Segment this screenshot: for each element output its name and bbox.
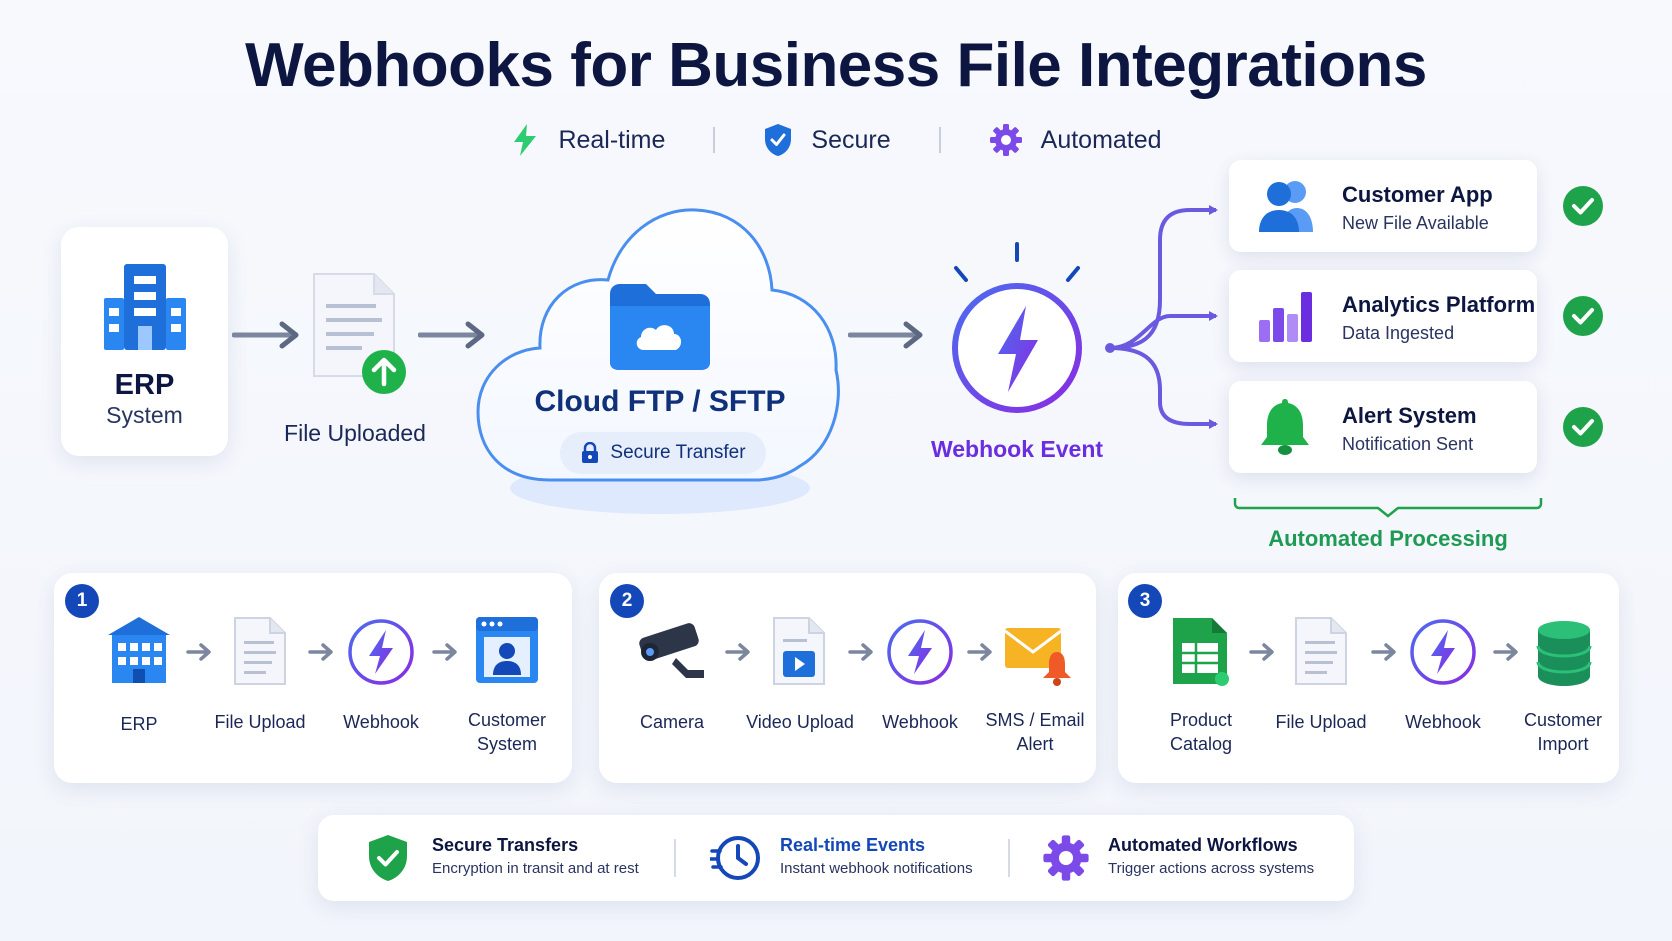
step-badge: 2 (610, 584, 644, 618)
erp-title: ERP (114, 369, 175, 401)
lightning-circle-icon (348, 619, 414, 685)
user-window-icon (476, 617, 538, 683)
check-circle-icon (1563, 407, 1603, 447)
flow-arrow (725, 643, 750, 661)
bell-icon (1261, 399, 1309, 455)
flow-step-label: Webhook (1405, 712, 1481, 732)
divider (713, 127, 716, 153)
tag-label: Real-time (558, 125, 666, 154)
document-upload-icon (313, 273, 406, 394)
gear-icon (989, 124, 1022, 156)
divider (938, 127, 941, 153)
flow-arrow (1249, 643, 1274, 661)
check-circle-icon (1563, 186, 1603, 226)
flow-step-label: File Upload (1275, 712, 1367, 732)
database-icon (1536, 621, 1592, 686)
step-badge: 3 (1128, 584, 1162, 618)
divider (674, 839, 676, 877)
feature-realtime: Real-time Events Instant webhook notific… (780, 835, 973, 877)
flow-step-label: Webhook (882, 712, 958, 732)
flow-arrow (967, 643, 992, 661)
document-icon (1295, 617, 1347, 685)
arrow-file-to-cloud (418, 321, 485, 349)
flow-step-label: Customer System (467, 710, 547, 754)
feature-automated: Automated Workflows Trigger actions acro… (1108, 835, 1314, 877)
flow-step-label: Video Upload (746, 712, 854, 732)
flow-step-label: Customer Import (1523, 710, 1603, 754)
building-icon (103, 264, 186, 350)
mail-bell-icon (1004, 628, 1071, 686)
lightning-circle-icon (887, 619, 953, 685)
file-uploaded-label: File Uploaded (284, 420, 426, 446)
flow-step-label: File Upload (214, 712, 306, 732)
feature-title: Secure Transfers (432, 835, 579, 855)
output-title: Analytics Platform (1342, 292, 1536, 317)
flow-arrow (308, 643, 333, 661)
secure-transfer-pill: Secure Transfer (560, 432, 766, 474)
output-card-analytics: Analytics Platform Data Ingested (1229, 270, 1537, 362)
lock-icon (582, 442, 599, 463)
feature-secure: Secure Transfers Encryption in transit a… (432, 835, 639, 877)
cloud-folder-icon (610, 284, 710, 370)
tag-automated: Automated (989, 123, 1162, 157)
document-icon (234, 617, 286, 685)
gear-icon (1043, 835, 1089, 881)
lightning-circle-icon (1410, 619, 1476, 685)
lightning-circle-icon (952, 242, 1082, 413)
flow-arrow (1493, 643, 1518, 661)
flow-step-label: SMS / Email Alert (985, 710, 1085, 754)
cloud-title: Cloud FTP / SFTP (534, 385, 786, 418)
divider (1008, 839, 1010, 877)
feature-tags: Real-time Secure Automated (0, 118, 1672, 162)
clock-icon (710, 836, 760, 880)
tag-secure: Secure (763, 123, 891, 157)
output-card-alert: Alert System Notification Sent (1229, 381, 1537, 473)
feature-subtitle: Encryption in transit and at rest (432, 860, 639, 877)
feature-subtitle: Trigger actions across systems (1108, 860, 1315, 877)
output-title: Customer App (1342, 182, 1493, 207)
bar-chart-icon (1259, 292, 1312, 342)
flow-step-label: Camera (639, 712, 705, 732)
arrow-erp-to-file (232, 321, 299, 349)
flow-step-label: Webhook (343, 712, 419, 732)
output-subtitle: Data Ingested (1342, 323, 1455, 343)
building-icon (108, 617, 170, 683)
feature-title: Automated Workflows (1108, 835, 1298, 855)
processing-brace (1233, 498, 1543, 518)
users-icon (1259, 181, 1313, 232)
shield-check-icon (369, 835, 407, 881)
flow-arrow (432, 643, 457, 661)
flow-card-2 (599, 573, 1096, 783)
erp-subtitle: System (106, 402, 183, 428)
arrow-cloud-to-webhook (848, 321, 923, 349)
flow-arrow (848, 643, 873, 661)
spreadsheet-icon (1173, 618, 1229, 686)
camera-icon (639, 623, 704, 678)
video-file-icon (773, 617, 825, 685)
flow-step-label: Product Catalog (1169, 710, 1233, 754)
webhook-branches (1105, 205, 1218, 429)
output-card-customer-app: Customer App New File Available (1229, 160, 1537, 252)
feature-subtitle: Instant webhook notifications (780, 860, 973, 877)
tag-realtime: Real-time (510, 123, 665, 157)
page-title: Webhooks for Business File Integrations (245, 31, 1427, 100)
output-subtitle: Notification Sent (1342, 434, 1474, 454)
webhook-event-label: Webhook Event (930, 436, 1104, 462)
feature-bar: Secure Transfers Encryption in transit a… (318, 815, 1354, 901)
output-title: Alert System (1342, 403, 1477, 428)
tag-label: Secure (811, 125, 891, 154)
automated-processing-label: Automated Processing (1268, 526, 1508, 551)
tag-label: Automated (1040, 125, 1162, 154)
lightning-icon (514, 124, 537, 156)
feature-title: Real-time Events (780, 835, 926, 855)
check-circle-icon (1563, 296, 1603, 336)
flow-step-label: ERP (120, 714, 158, 734)
erp-system-card: ERP System (61, 227, 228, 456)
flow-arrow (1371, 643, 1396, 661)
shield-check-icon (765, 124, 792, 156)
output-subtitle: New File Available (1342, 213, 1489, 233)
pill-label: Secure Transfer (610, 442, 746, 463)
flow-arrow (186, 643, 211, 661)
step-badge: 1 (65, 584, 99, 618)
